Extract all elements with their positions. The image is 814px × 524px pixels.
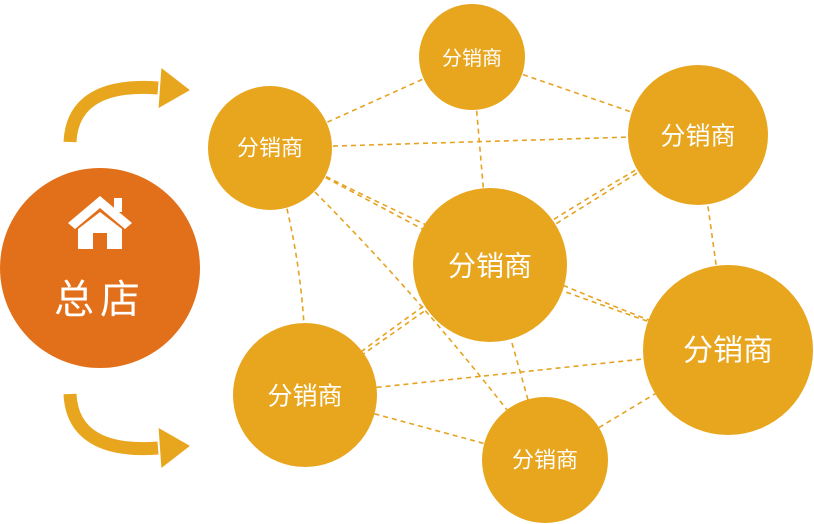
distributor-label: 分销商: [512, 449, 578, 474]
distributor-circle: [233, 323, 377, 467]
hub-circle: [0, 168, 200, 368]
link-d-center-d-bottom: [489, 264, 546, 461]
arrow-top-icon: [63, 68, 190, 143]
distributor-node-bottom[interactable]: 分销商: [482, 397, 608, 523]
distributor-circle: [628, 65, 768, 205]
house-icon: [68, 196, 132, 249]
hub-label: 总店: [54, 277, 146, 323]
distributor-label: 分销商: [237, 137, 303, 162]
distributor-node-upper-right[interactable]: 分销商: [628, 65, 768, 205]
flow-arrows: [63, 68, 190, 468]
distributor-node-center[interactable]: 分销商: [413, 188, 567, 342]
distributor-label: 分销商: [442, 46, 502, 70]
distributor-node-lower-right[interactable]: 分销商: [643, 265, 813, 435]
distributor-nodes: 分销商分销商分销商分销商分销商分销商分销商: [208, 4, 813, 523]
distributor-label: 分销商: [683, 334, 773, 369]
distributor-node-lower-left[interactable]: 分销商: [233, 323, 377, 467]
headquarters-node: 总店: [0, 168, 200, 368]
distributor-circle: [208, 86, 332, 210]
distributor-node-top[interactable]: 分销商: [419, 4, 525, 110]
distributor-label: 分销商: [448, 250, 532, 283]
distributor-circle: [643, 265, 813, 435]
distributor-label: 分销商: [267, 382, 342, 411]
distributor-circle: [413, 188, 567, 342]
distributor-label: 分销商: [660, 122, 735, 151]
distributor-circle: [482, 397, 608, 523]
distributor-node-upper-left[interactable]: 分销商: [208, 86, 332, 210]
hub-node[interactable]: 总店: [0, 168, 200, 368]
arrow-bottom-icon: [63, 393, 190, 468]
distributor-circle: [419, 4, 525, 110]
